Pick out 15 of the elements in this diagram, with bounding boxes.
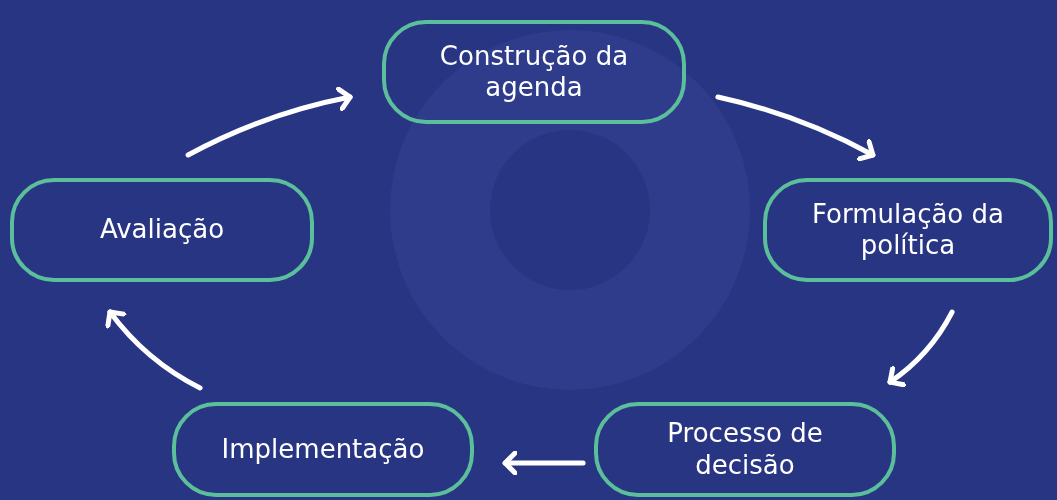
arrow [105,309,203,391]
stage-label: Construção da agenda [438,40,630,104]
stage-box [763,178,1053,282]
stage-box [10,178,314,282]
stage-label: Formulação da política [811,198,1005,262]
arrow [502,450,586,476]
arrow [715,94,876,162]
stage-box [594,402,896,497]
arrow [185,86,353,158]
stage-label: Implementação [220,433,426,466]
stage-box [172,402,474,497]
stage-box [382,20,686,124]
arrow [887,309,955,388]
stage-label: Processo de decisão [666,418,824,481]
stage-label: Avaliação [98,214,226,246]
